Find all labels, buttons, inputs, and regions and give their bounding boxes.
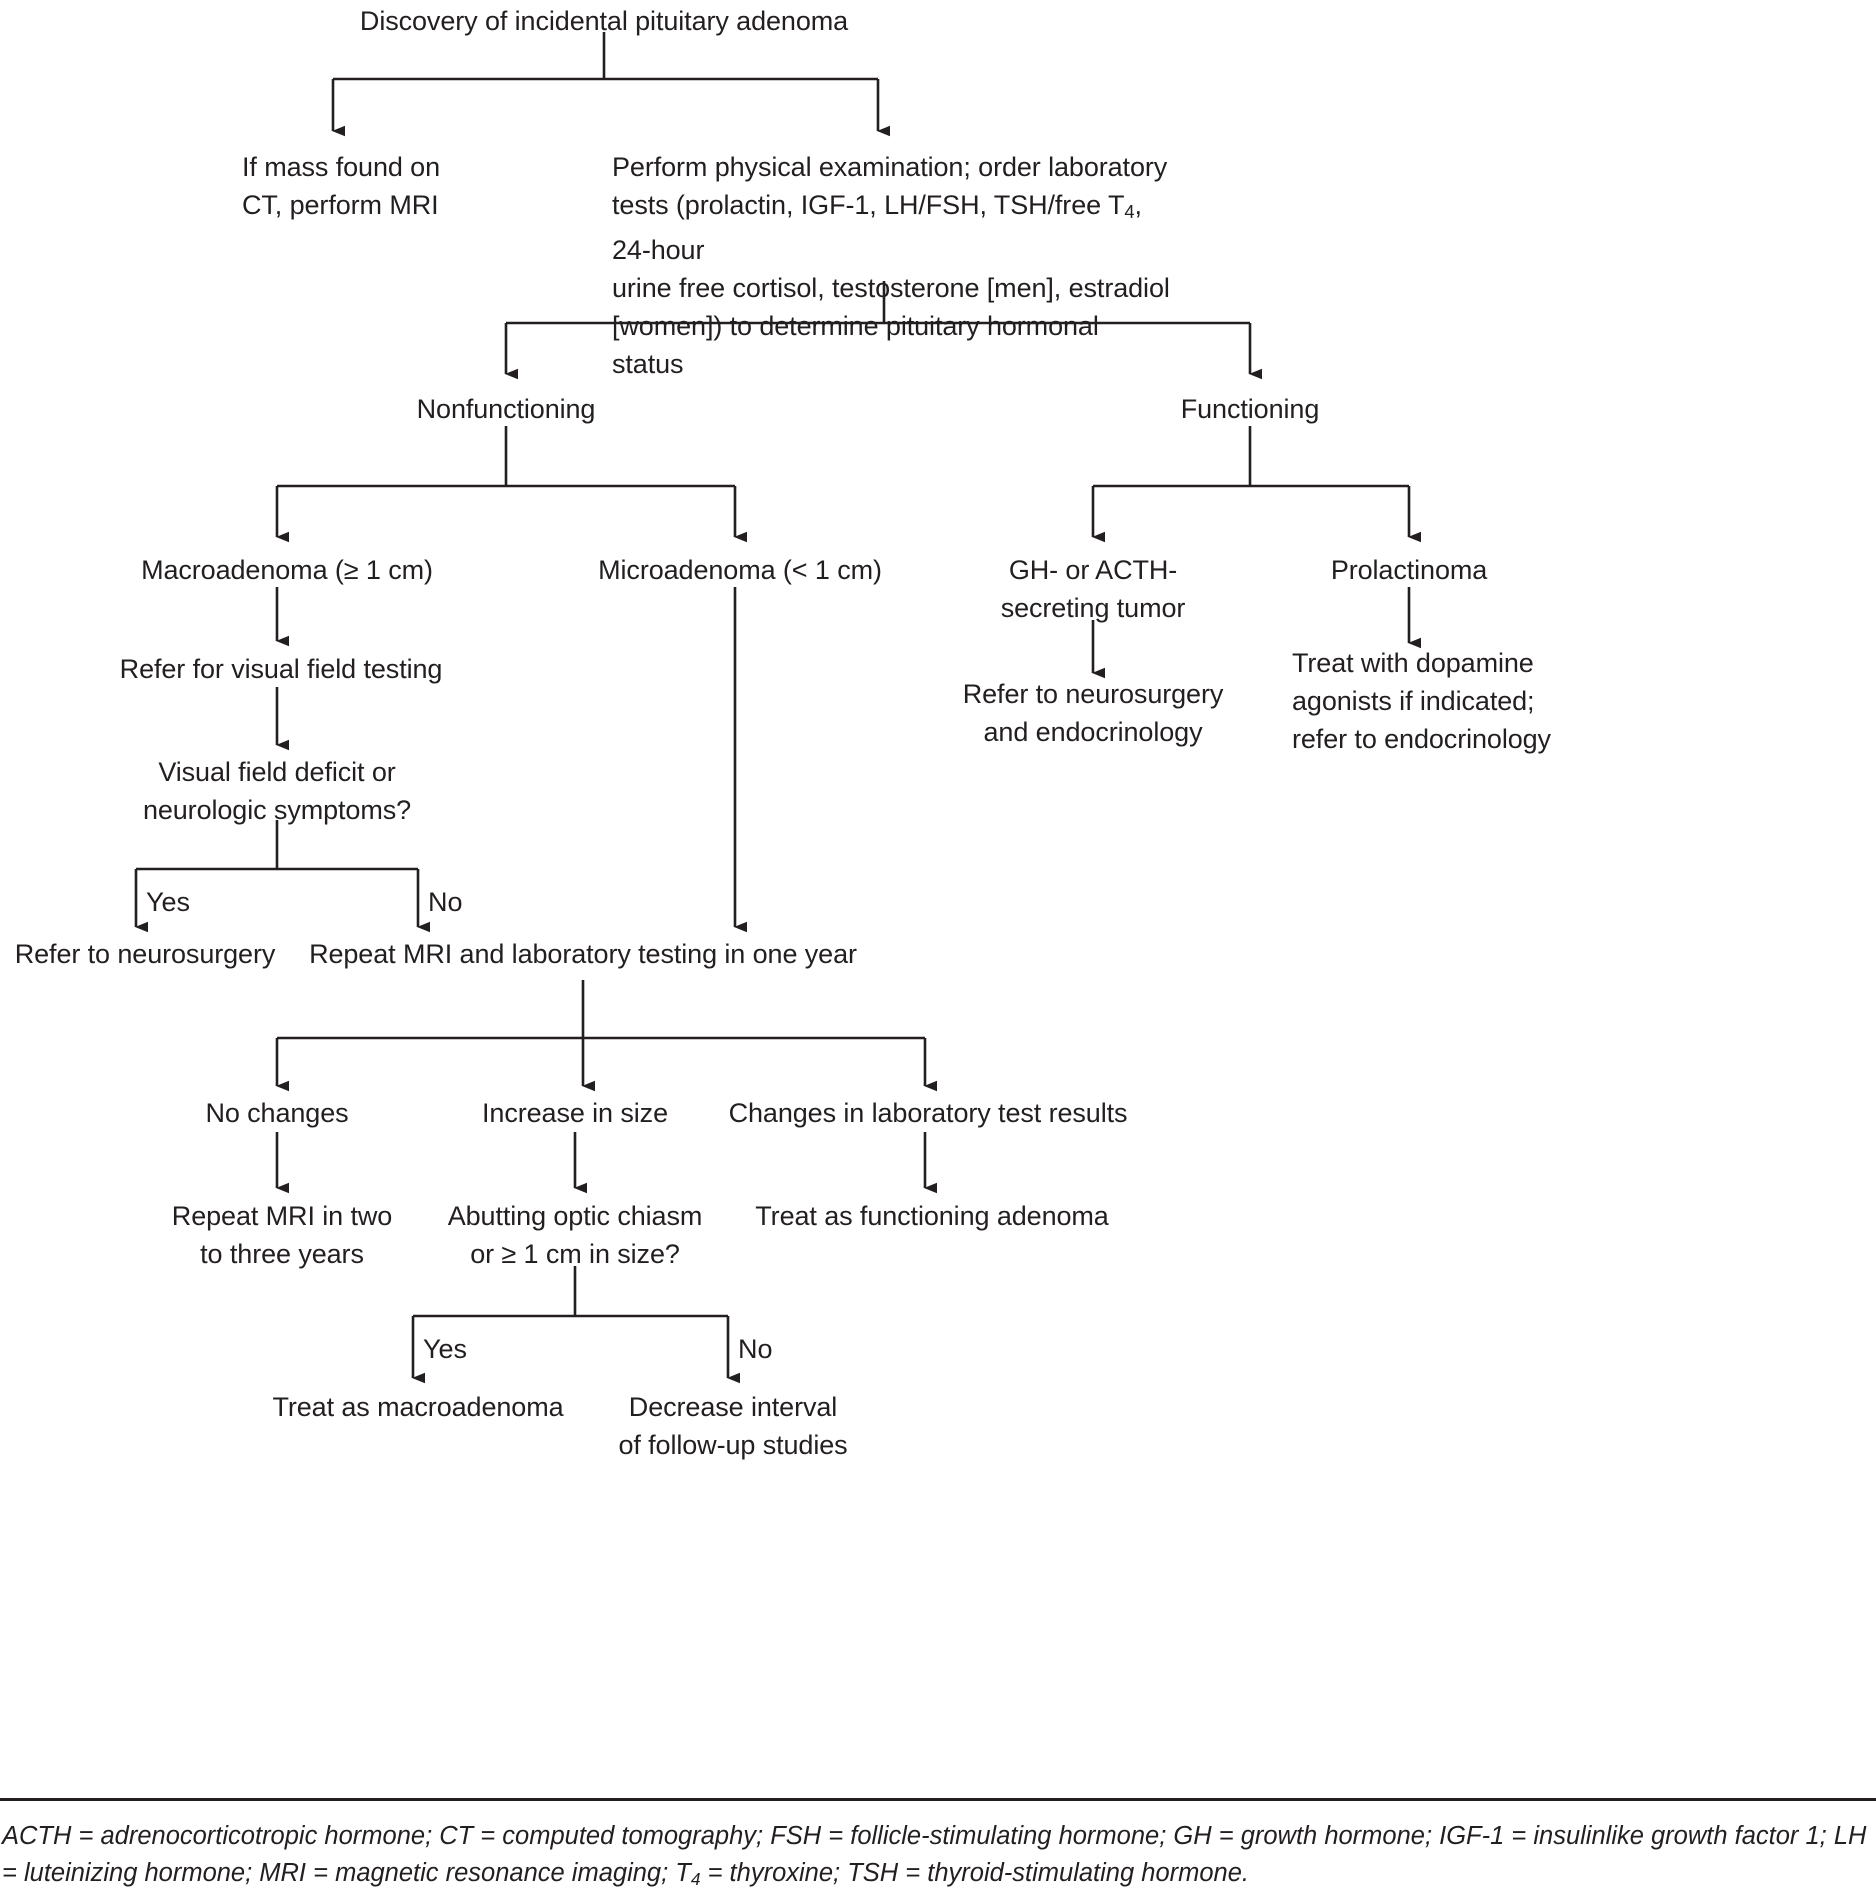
node-root: Discovery of incidental pituitary adenom… [359, 6, 849, 36]
node-changes-in-labs: Changes in laboratory test results [728, 1098, 1128, 1128]
node-repeat-mri-one-year: Repeat MRI and laboratory testing in one… [309, 939, 857, 969]
footnote-part-1: ACTH = adrenocorticotropic hormone; CT =… [2, 1822, 1867, 1887]
node-decrease-interval: Decrease interval of follow-up studies [618, 1392, 848, 1460]
node-macroadenoma: Macroadenoma (≥ 1 cm) [141, 555, 433, 585]
edge-label-no-upper: No [428, 887, 463, 917]
node-refer-neurosurgery-endocrinology: Refer to neurosurgery and endocrinology [962, 679, 1224, 747]
node-refer-visual-field: Refer for visual field testing [119, 654, 443, 684]
workup-line-2b: , 24-hour [612, 190, 1142, 266]
footnote-t4-subscript: 4 [690, 1868, 701, 1889]
node-functioning: Functioning [1180, 394, 1320, 424]
workup-line-3: urine free cortisol, testosterone [men],… [612, 273, 1170, 304]
workup-t4-subscript: 4 [1124, 201, 1135, 223]
edge-label-no-lower: No [738, 1334, 773, 1364]
workup-line-1: Perform physical examination; order labo… [612, 152, 1168, 182]
node-refer-to-neurosurgery: Refer to neurosurgery [14, 939, 276, 969]
node-repeat-mri-two-three-years: Repeat MRI in two to three years [171, 1201, 393, 1269]
node-nonfunctioning: Nonfunctioning [416, 394, 596, 424]
edge-label-yes-lower: Yes [423, 1334, 468, 1364]
node-prolactinoma: Prolactinoma [1330, 555, 1488, 585]
node-increase-in-size: Increase in size [482, 1098, 668, 1128]
edge-label-yes-upper: Yes [146, 887, 191, 917]
workup-line-4: [women]) to determine pituitary hormonal… [612, 311, 1099, 380]
footnote-abbreviations: ACTH = adrenocorticotropic hormone; CT =… [2, 1818, 1872, 1898]
node-visual-deficit-question: Visual field deficit or neurologic sympt… [142, 757, 412, 825]
footnote-divider [0, 1798, 1876, 1801]
node-workup: Perform physical examination; order labo… [612, 148, 1172, 383]
node-microadenoma: Microadenoma (< 1 cm) [598, 555, 882, 585]
footnote-part-2: = thyroxine; TSH = thyroid-stimulating h… [700, 1859, 1249, 1887]
node-treat-as-macroadenoma: Treat as macroadenoma [272, 1392, 564, 1422]
node-abutting-chiasm-question: Abutting optic chiasm or ≥ 1 cm in size? [447, 1201, 703, 1269]
node-no-changes: No changes [205, 1098, 349, 1128]
workup-line-2a: tests (prolactin, IGF-1, LH/FSH, TSH/fre… [612, 190, 1125, 220]
node-ct-mri: If mass found on CT, perform MRI [242, 152, 441, 220]
node-treat-with-dopamine: Treat with dopamine agonists if indicate… [1292, 648, 1551, 754]
node-treat-as-functioning-adenoma: Treat as functioning adenoma [755, 1201, 1109, 1231]
node-gh-acth-tumor: GH- or ACTH- secreting tumor [1000, 555, 1186, 623]
